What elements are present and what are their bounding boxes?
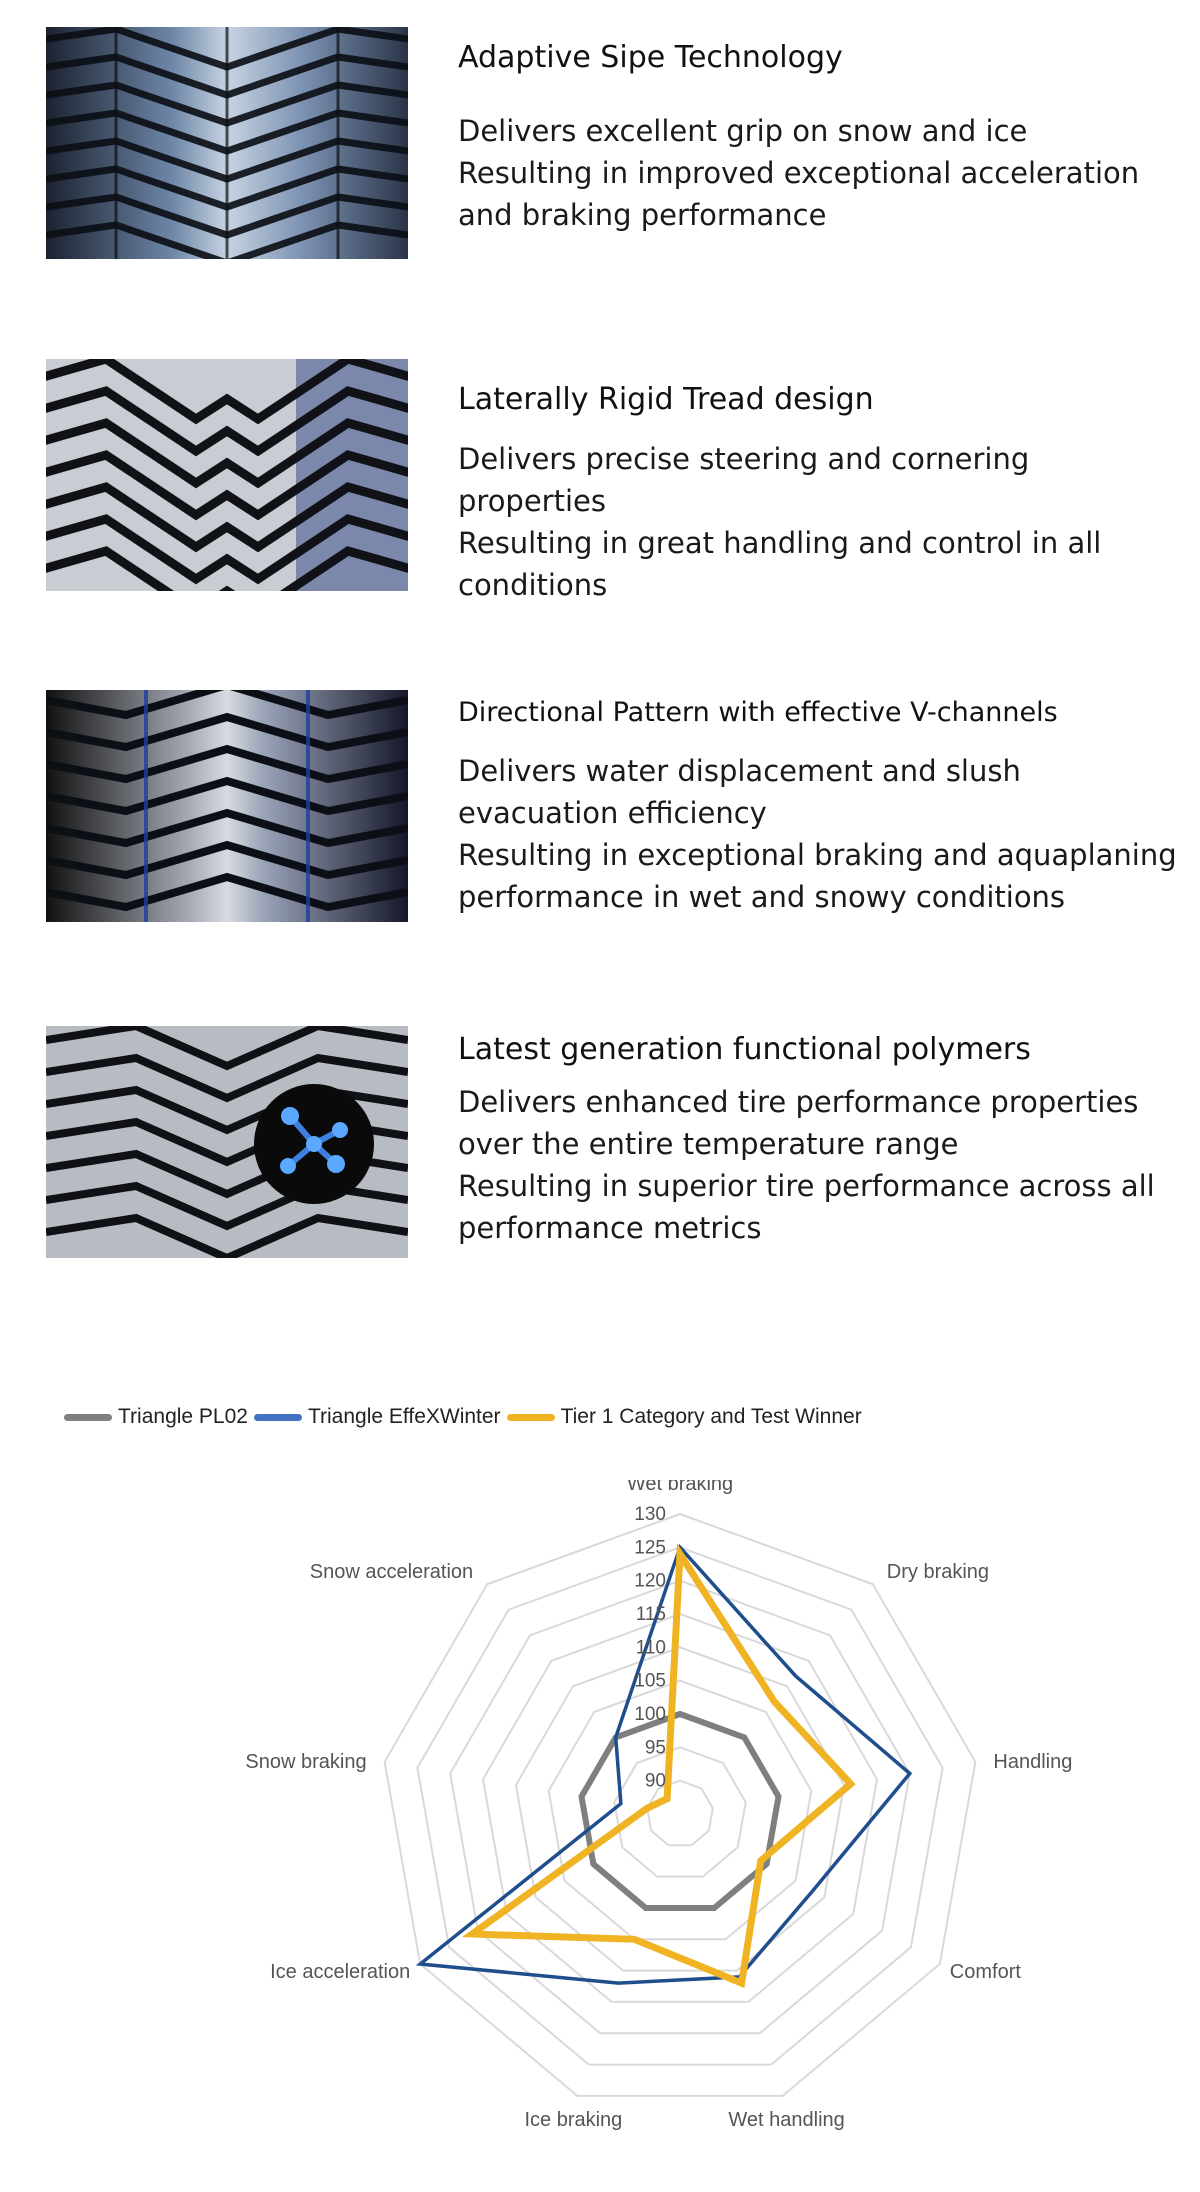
feature-description: Delivers excellent grip on snow and ice …: [458, 110, 1178, 236]
polymer-molecule-icon: [254, 1084, 374, 1204]
category-label: Snow acceleration: [310, 1561, 473, 1583]
radar-chart: 90 95 100 105 110 115 120 125 130 Wet brakingDry …: [245, 1480, 1072, 2131]
tread-image-directional-pattern: [46, 690, 408, 922]
feature-line: Resulting in great handling and control …: [458, 526, 1102, 602]
category-label: Dry braking: [887, 1561, 989, 1583]
legend-label: Triangle EffeXWinter: [307, 1405, 501, 1428]
chart-legend: Triangle PL02 Triangle EffeXWinter Tier …: [64, 1402, 868, 1432]
legend-swatch: [253, 1413, 302, 1421]
tick-label: 115: [636, 1604, 666, 1625]
legend-label: Tier 1 Category and Test Winner: [560, 1405, 862, 1428]
feature-line: Delivers excellent grip on snow and ice: [458, 114, 1028, 148]
feature-line: Resulting in improved exceptional accele…: [458, 156, 1140, 232]
series-line-2: [415, 1543, 913, 1985]
category-label: Snow braking: [245, 1751, 366, 1773]
category-label: Wet braking: [627, 1480, 733, 1495]
grid-ring: [383, 1512, 977, 2097]
category-label: Ice acceleration: [270, 1961, 410, 1983]
legend-item-tier1: Tier 1 Category and Test Winner: [506, 1405, 862, 1429]
category-label: Handling: [993, 1751, 1072, 1773]
grid-ring: [514, 1646, 846, 1972]
grid-ring: [449, 1579, 911, 2035]
category-label: Ice braking: [524, 2109, 622, 2131]
series-line-1: [578, 1710, 782, 1911]
legend-label: Triangle PL02: [118, 1405, 248, 1428]
feature-line: Delivers enhanced tire performance prope…: [458, 1085, 1139, 1161]
feature-description: Delivers water displacement and slush ev…: [458, 750, 1178, 918]
tread-image-rigid-tread: [46, 359, 408, 591]
tick-label: 120: [634, 1571, 666, 1592]
feature-title: Directional Pattern with effective V-cha…: [458, 697, 1058, 728]
feature-description: Delivers precise steering and cornering …: [458, 438, 1178, 606]
legend-item-effex: Triangle EffeXWinter: [253, 1405, 501, 1429]
grid-ring: [416, 1546, 944, 2066]
legend-swatch: [64, 1413, 112, 1421]
tread-image-adaptive-sipe: [46, 27, 408, 259]
tick-label: 125: [634, 1537, 666, 1558]
series-line-3: [461, 1542, 856, 1989]
tick-label: 105: [634, 1671, 666, 1692]
feature-line: Delivers water displacement and slush ev…: [458, 754, 1021, 830]
feature-line: Resulting in superior tire performance a…: [458, 1169, 1155, 1245]
tread-image-functional-polymers: [46, 1026, 408, 1258]
feature-title: Laterally Rigid Tread design: [458, 382, 874, 417]
tick-label: 90: [645, 1771, 666, 1792]
feature-line: Resulting in exceptional braking and aqu…: [458, 838, 1177, 914]
grid-ring: [646, 1779, 714, 1847]
tick-label: 100: [634, 1704, 666, 1725]
category-label: Wet handling: [728, 2109, 844, 2131]
legend-item-pl02: Triangle PL02: [64, 1405, 248, 1429]
feature-title: Latest generation functional polymers: [458, 1032, 1031, 1067]
tick-label: 130: [634, 1504, 666, 1525]
tick-label: 110: [636, 1637, 666, 1658]
legend-swatch: [506, 1413, 555, 1421]
grid-ring: [481, 1612, 879, 2003]
feature-title: Adaptive Sipe Technology: [458, 40, 843, 75]
feature-line: Delivers precise steering and cornering …: [458, 442, 1030, 518]
feature-description: Delivers enhanced tire performance prope…: [458, 1081, 1178, 1249]
grid-ring: [613, 1746, 747, 1878]
tick-label: 95: [645, 1737, 666, 1758]
grid-ring: [547, 1679, 813, 1941]
category-label: Comfort: [950, 1961, 1022, 1983]
